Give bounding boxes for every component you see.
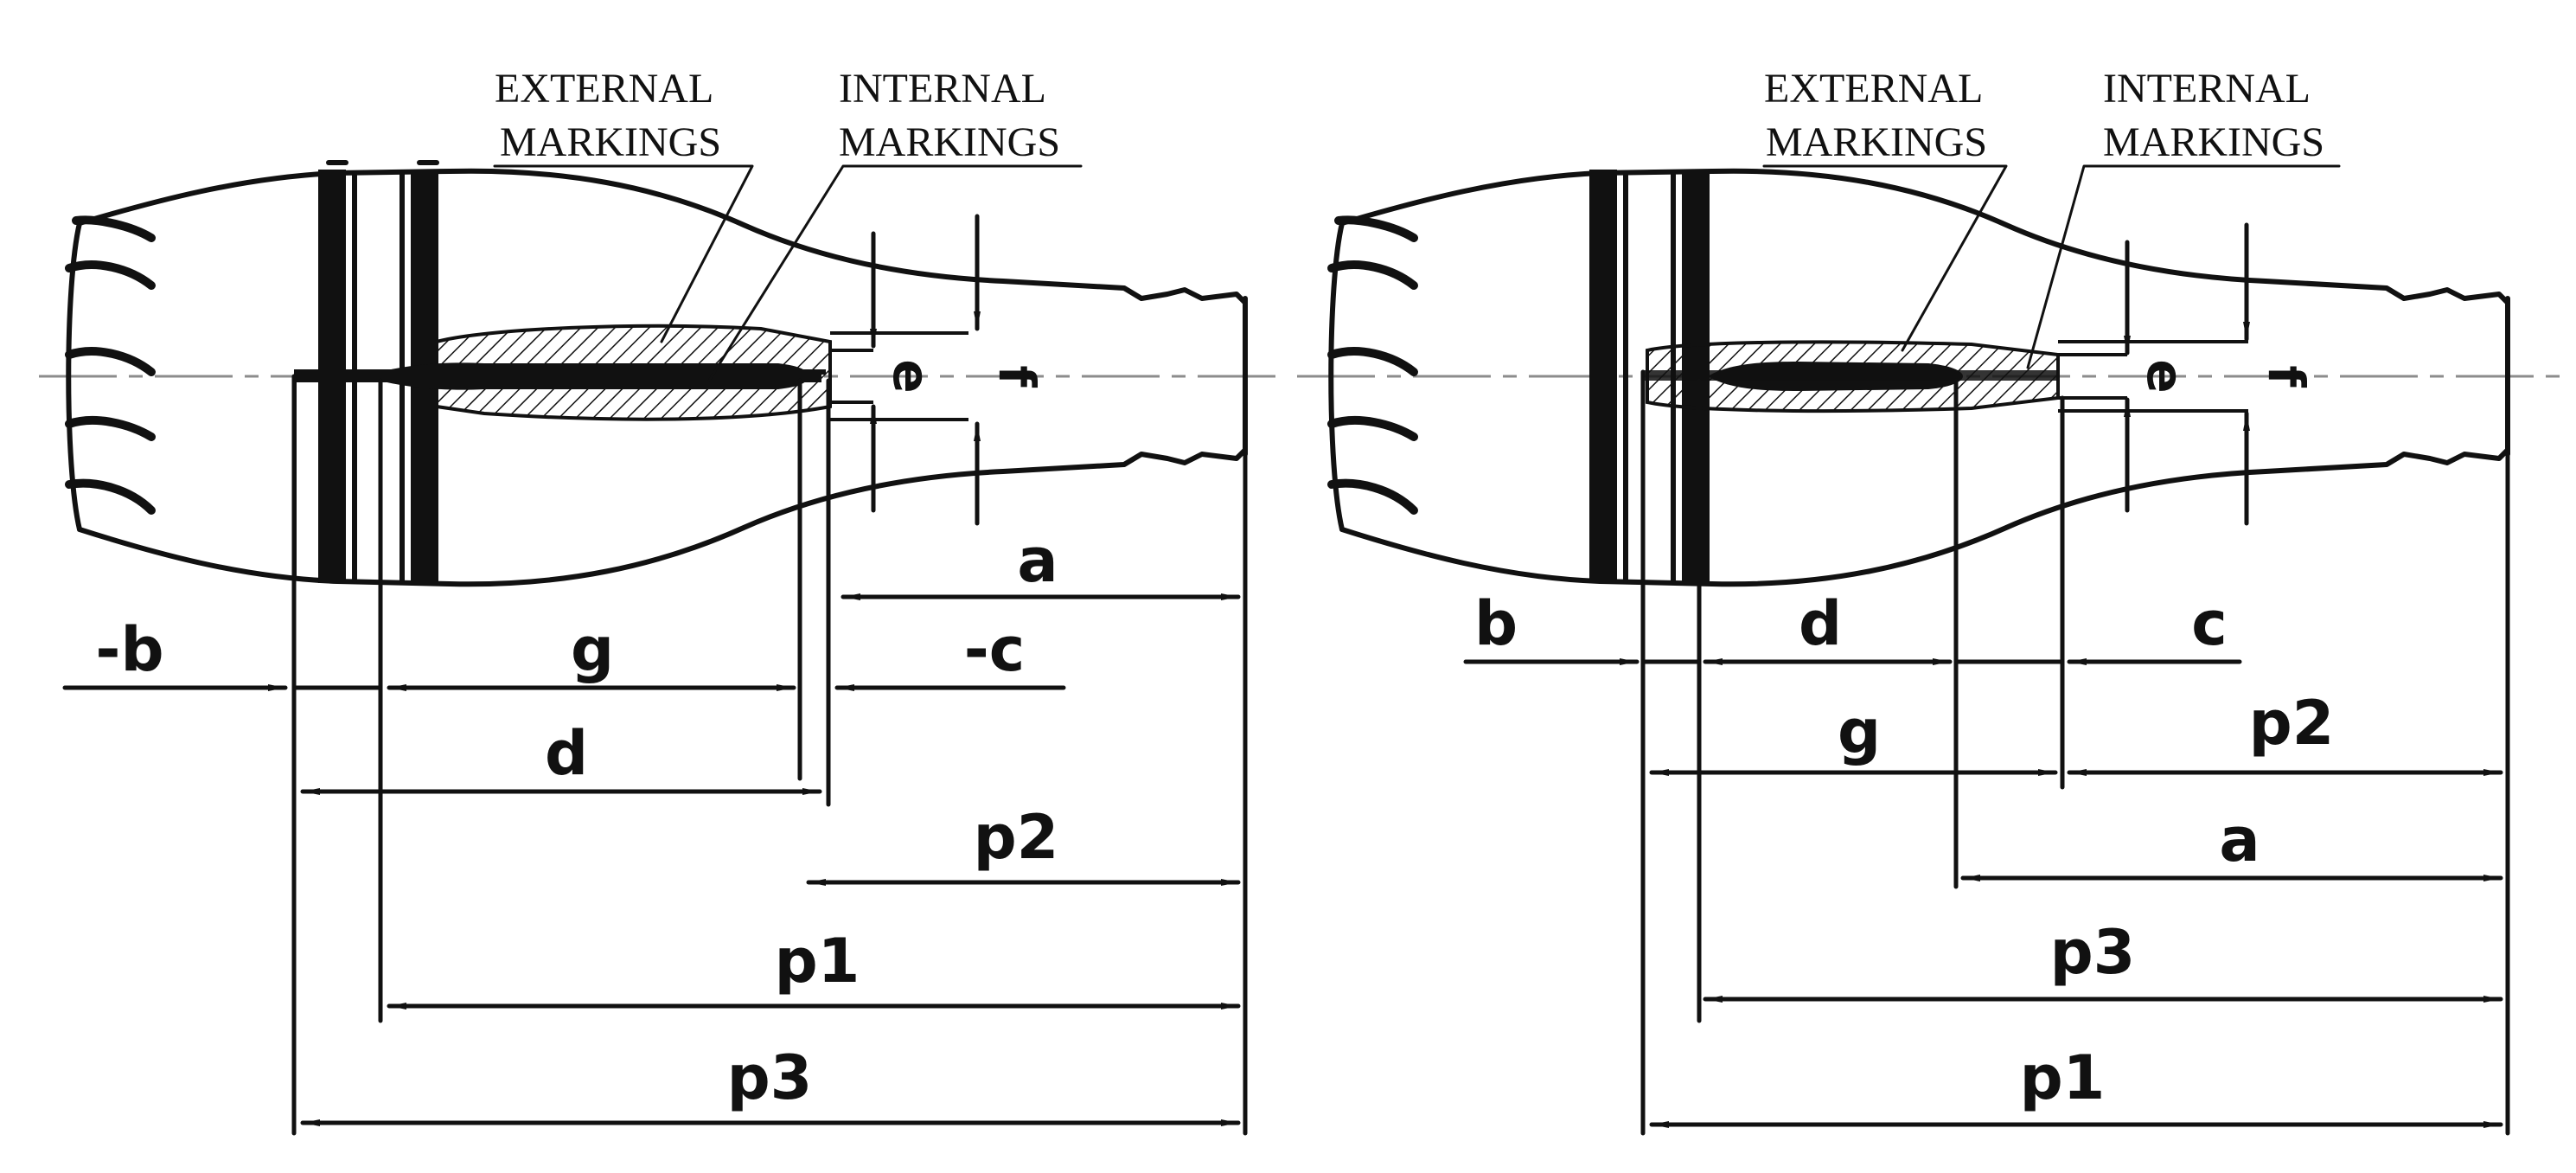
label-g: g [1838,696,1881,767]
dimension-a: a [841,525,1241,600]
dimension-f: f [974,214,1046,526]
label-b: b [1474,588,1518,659]
label-p3: p3 [2050,917,2136,988]
extension-lines [291,374,1248,1136]
internal-markings-callout: INTERNAL MARKINGS [2026,66,2341,369]
dimension-p1: p1 [387,926,1241,1010]
label-e: e [882,359,941,393]
dimension-g: g [291,614,796,691]
external-markings-callout: EXTERNAL MARKINGS [1762,66,2008,352]
label-d: d [545,718,588,789]
label-f: f [2257,365,2316,388]
dimension-a: a [1960,804,2503,881]
external-callout-line2: MARKINGS [1766,119,1987,165]
external-callout-line2: MARKINGS [500,119,721,165]
internal-markings-callout: INTERNAL MARKINGS [707,66,1083,382]
label-p3: p3 [727,1042,813,1113]
dimension-d: d [1640,588,1953,665]
left-diagram: EXTERNAL MARKINGS INTERNAL MARKINGS e f [39,66,1280,1136]
label-c: -c [964,614,1026,685]
dimension-b: -b [62,614,288,691]
external-markings-callout: EXTERNAL MARKINGS [493,66,754,343]
dimension-e: e [2124,240,2195,513]
dimension-p2: p2 [806,802,1241,886]
label-a: a [1017,525,1058,596]
label-g: g [571,614,614,685]
dimension-b: b [1463,588,1640,665]
label-p1: p1 [775,926,860,997]
internal-callout-line1: INTERNAL [839,66,1046,112]
dimension-f: f [2243,222,2316,526]
label-a: a [2219,804,2260,875]
internal-callout-line2: MARKINGS [2103,119,2324,165]
dimension-p3: p3 [1703,917,2503,1003]
external-callout-line1: EXTERNAL [495,66,713,112]
dimension-p3: p3 [300,1042,1241,1126]
internal-callout-line2: MARKINGS [839,119,1060,165]
label-d: d [1799,588,1842,659]
dimension-g: g [1649,696,2058,776]
dimension-p1: p1 [1649,1042,2503,1128]
right-diagram: EXTERNAL MARKINGS INTERNAL MARKINGS e f [1297,66,2564,1136]
dimension-c: c [1953,588,2242,665]
external-callout-line1: EXTERNAL [1764,66,1983,112]
dimension-e: e [870,231,941,513]
label-p2: p2 [2249,688,2335,759]
dimension-d: d [300,718,822,795]
extension-lines [1640,369,2510,1136]
internal-callout-line1: INTERNAL [2103,66,2311,112]
label-p1: p1 [2020,1042,2106,1113]
internal-markings-region [294,324,968,580]
dimension-p2: p2 [2067,688,2503,776]
dimension-c: -c [834,614,1066,691]
label-c: c [2191,588,2228,659]
label-b: -b [95,614,163,685]
label-e: e [2136,359,2195,393]
label-f: f [988,365,1046,388]
label-p2: p2 [974,802,1059,873]
